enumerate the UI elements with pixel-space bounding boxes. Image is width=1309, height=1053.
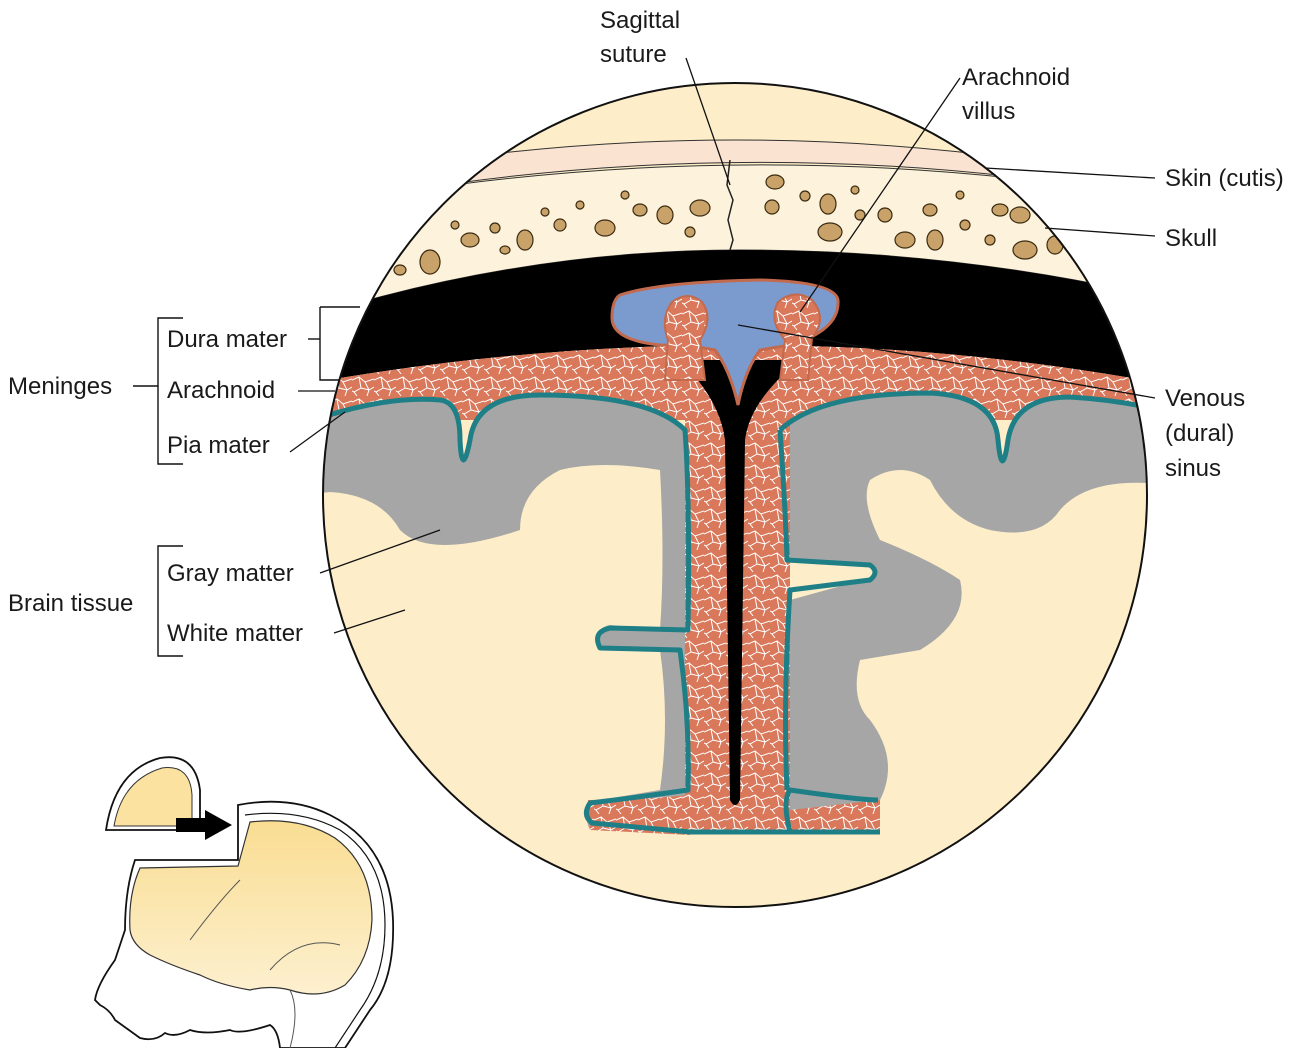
pia-mater-label: Pia mater bbox=[167, 432, 270, 459]
white-matter-leader bbox=[333, 609, 406, 634]
sagittal-suture-label-line2: suture bbox=[600, 41, 667, 68]
label-skull: Skull bbox=[1044, 225, 1217, 252]
pia-mater-outline bbox=[323, 390, 1147, 835]
label-skin: Skin (cutis) bbox=[984, 165, 1284, 192]
white-matter-label: White matter bbox=[167, 620, 303, 647]
sagittal-suture-line bbox=[726, 159, 734, 251]
venous-sinus-label-line2: (dural) bbox=[1165, 420, 1234, 447]
label-arachnoid-villus: Arachnoid villus bbox=[799, 64, 1070, 313]
cross-section-outline bbox=[322, 82, 1148, 908]
pia-mater-leader bbox=[289, 411, 346, 453]
label-sagittal-suture: Sagittal suture bbox=[600, 7, 731, 186]
gray-matter-left bbox=[323, 393, 690, 830]
skull-leader bbox=[1044, 227, 1156, 237]
arachnoid-villi bbox=[663, 293, 821, 381]
arachnoid-villus-label-line1: Arachnoid bbox=[962, 64, 1070, 91]
brain-tissue-label: Brain tissue bbox=[8, 590, 133, 617]
gray-matter-right bbox=[780, 392, 1147, 830]
meninges-bracket bbox=[157, 317, 183, 465]
venous-sinus-leader bbox=[737, 324, 1156, 399]
skin-leader bbox=[984, 167, 1156, 179]
cross-section bbox=[323, 83, 1147, 907]
arachnoid-villus-leader bbox=[799, 77, 961, 313]
skin-label: Skin (cutis) bbox=[1165, 165, 1284, 192]
label-meninges-group: Meninges Dura mater Arachnoid Pia mater bbox=[8, 306, 360, 465]
dura-mater-bracket bbox=[319, 306, 360, 381]
gray-matter-label: Gray matter bbox=[167, 560, 294, 587]
label-venous-sinus: Venous (dural) bbox=[737, 324, 1245, 447]
bone-pores bbox=[393, 174, 1064, 276]
venous-sinus-label-line1: Venous bbox=[1165, 385, 1245, 412]
gray-matter-leader bbox=[319, 529, 441, 574]
venous-sinus-label-line3: sinus bbox=[1165, 455, 1221, 482]
meninges-label: Meninges bbox=[8, 373, 112, 400]
dura-mater-label: Dura mater bbox=[167, 326, 287, 353]
arrow-icon bbox=[176, 810, 232, 840]
brain-inset bbox=[129, 820, 373, 995]
skin-layer bbox=[323, 139, 1147, 211]
sagittal-suture-label-line1: Sagittal bbox=[600, 7, 680, 34]
white-matter-left-inner bbox=[483, 476, 632, 800]
arachnoid-villus-label-line2: villus bbox=[962, 98, 1015, 125]
skull-label: Skull bbox=[1165, 225, 1217, 252]
falx-dura bbox=[680, 360, 800, 805]
label-brain-tissue-group: Brain tissue Gray matter White matter bbox=[8, 529, 441, 657]
head-inset bbox=[94, 756, 395, 1049]
arachnoid-label: Arachnoid bbox=[167, 377, 275, 404]
brain-tissue-bracket bbox=[157, 545, 183, 657]
sagittal-suture-leader bbox=[685, 57, 731, 186]
